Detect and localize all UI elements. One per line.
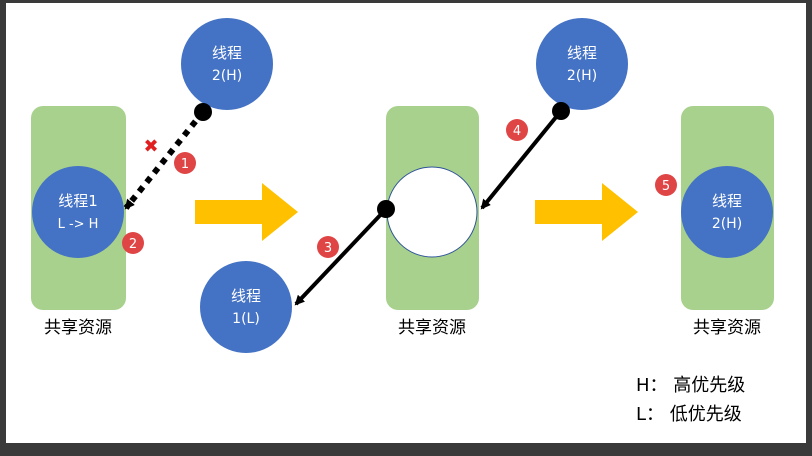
blocked-request-dotted-arrow: [123, 110, 206, 210]
step-number-4: 4: [513, 124, 521, 139]
thread2-final-title: 线程: [712, 192, 742, 210]
request-start-dot-1: [194, 103, 212, 121]
thread1-low-subtitle: 1(L): [232, 311, 260, 327]
step-badge-1: [174, 152, 196, 174]
step-number-1: 1: [181, 157, 189, 172]
thread1-circle: [32, 166, 124, 258]
thread2-subtitle-2: 2(H): [567, 68, 597, 84]
step-number-2: 2: [129, 237, 137, 252]
blocked-x-icon: ✖: [143, 136, 158, 157]
step-badge-2: [122, 232, 144, 254]
legend-high-priority: H： 高优先级: [636, 375, 745, 396]
thread2-high-circle-2: [536, 18, 628, 110]
acquire-arrow: [480, 109, 563, 210]
empty-resource-slot: [386, 166, 478, 258]
step-number-3: 3: [324, 241, 332, 256]
thread1-title: 线程1: [58, 192, 98, 210]
step-badge-3: [317, 236, 339, 258]
acquire-start-dot: [552, 102, 570, 120]
thread2-final-circle: [681, 166, 773, 258]
thread2-title-2: 线程: [567, 44, 597, 62]
transition-arrow-1: [195, 183, 298, 241]
release-arrow: [294, 207, 388, 306]
thread1-low-title: 线程: [231, 287, 261, 305]
thread2-high-circle-1: [181, 18, 273, 110]
thread2-subtitle-1: 2(H): [212, 68, 242, 84]
step-badge-5: [655, 174, 677, 196]
release-start-dot: [377, 200, 395, 218]
shared-resource-label-2: 共享资源: [398, 318, 466, 338]
thread2-final-subtitle: 2(H): [712, 216, 742, 232]
step-number-5: 5: [662, 179, 670, 194]
thread1-subtitle: L -> H: [58, 217, 99, 232]
thread1-low-circle: [200, 261, 292, 353]
shared-resource-label-1: 共享资源: [44, 318, 112, 338]
step-badge-4: [506, 119, 528, 141]
transition-arrow-2: [535, 183, 638, 241]
legend-low-priority: L： 低优先级: [636, 404, 742, 425]
shared-resource-label-3: 共享资源: [693, 318, 761, 338]
thread2-title-1: 线程: [212, 44, 242, 62]
